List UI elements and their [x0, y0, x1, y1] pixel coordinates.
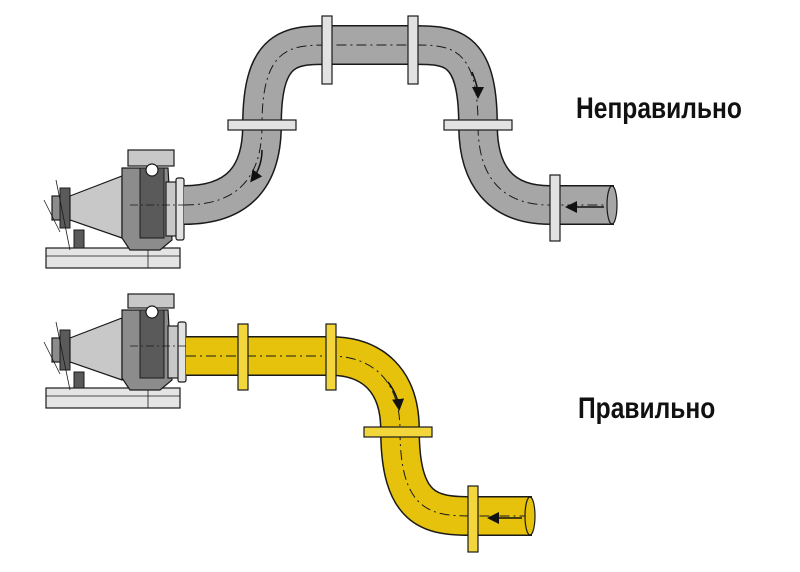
flow-arrow-bottom-2	[387, 381, 405, 411]
pipe-end-top	[606, 185, 618, 225]
pump-base-bottom	[45, 387, 181, 409]
label-right: Правильно	[578, 392, 716, 425]
wrong-layout	[43, 15, 618, 269]
flange-top-1	[321, 15, 333, 85]
flange-top-5	[549, 174, 561, 242]
flange-bottom-2	[325, 323, 337, 391]
flange-bottom-3	[363, 426, 433, 438]
flange-top-3	[227, 119, 297, 131]
flange-bottom-1	[237, 323, 249, 391]
flow-arrow-top-2	[471, 71, 484, 99]
pump-base-top	[45, 247, 181, 269]
right-layout	[43, 293, 536, 553]
label-wrong: Неправильно	[576, 92, 742, 125]
pump-bottom	[43, 293, 187, 391]
flow-arrow-top-3	[250, 149, 263, 183]
flange-bottom-4	[467, 485, 479, 553]
flange-top-4	[443, 119, 513, 131]
pump-top	[43, 149, 186, 251]
pipe-end-bottom	[524, 496, 536, 536]
flange-top-2	[407, 15, 419, 85]
